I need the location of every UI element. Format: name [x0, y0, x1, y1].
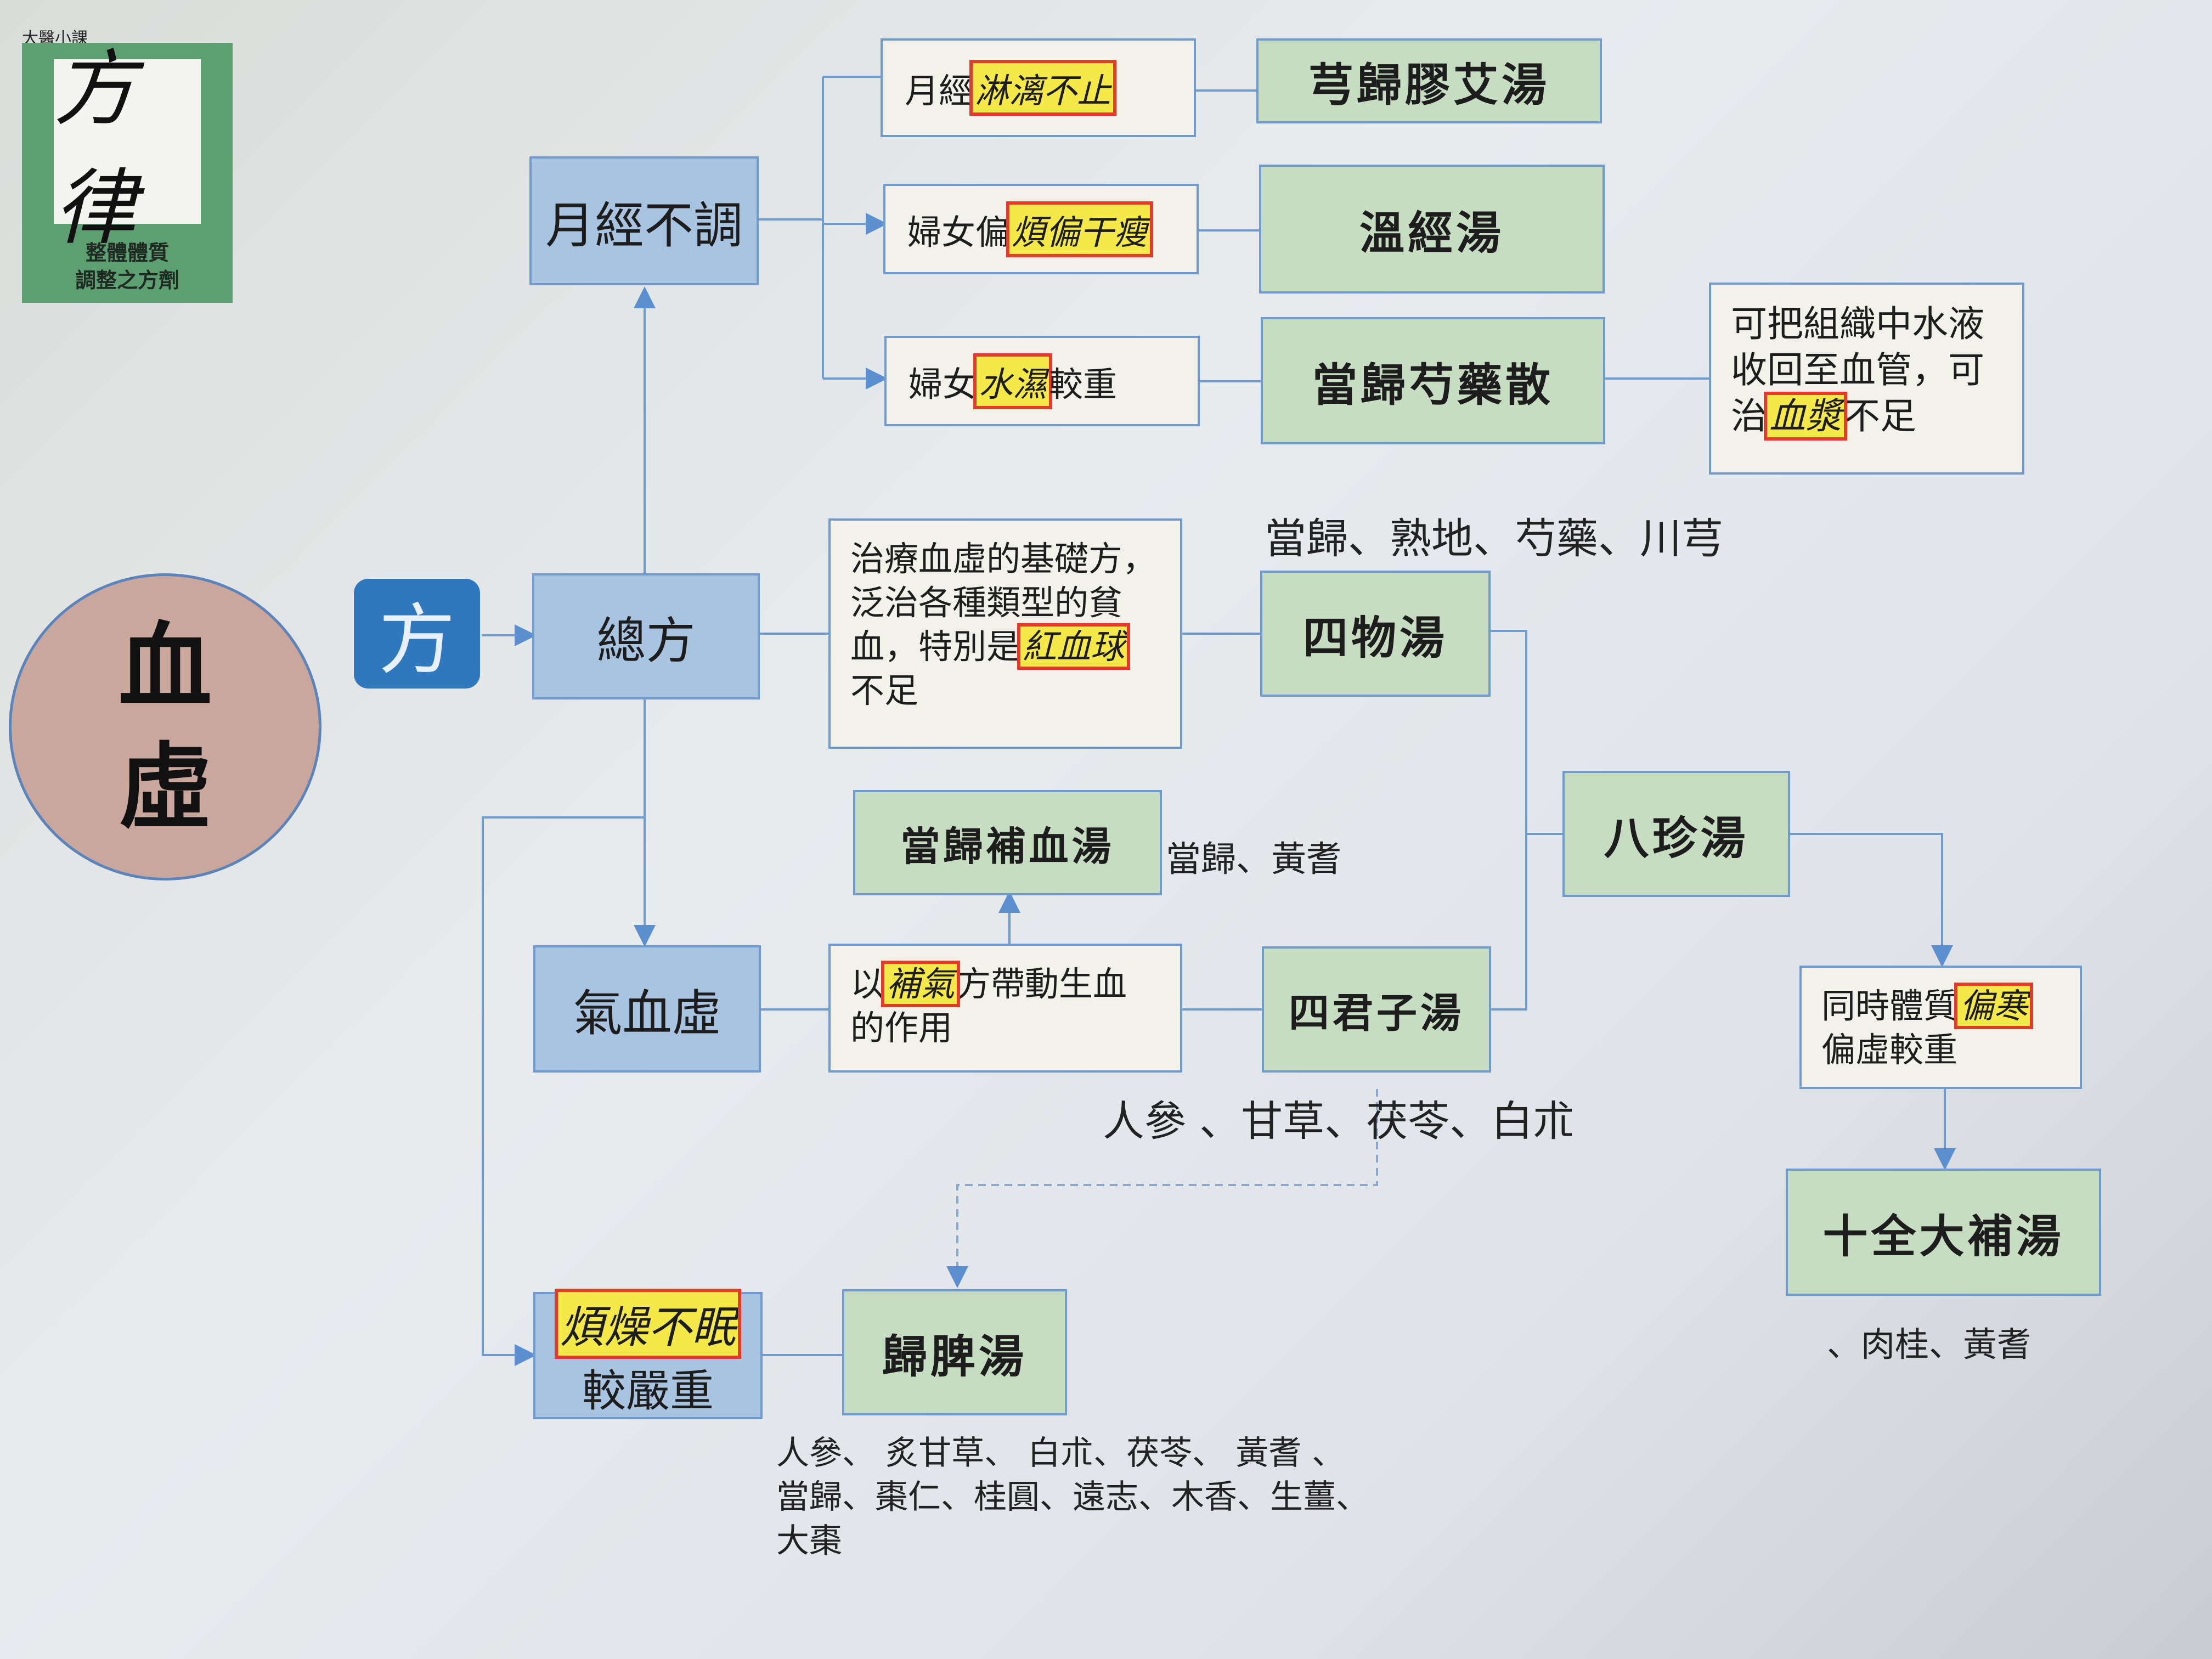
condition-1-prefix: 月經 [905, 71, 973, 111]
note-siwu-line1: 治療血虛的基礎方， [850, 539, 1157, 579]
irritable-text: 較嚴重 [582, 1365, 714, 1417]
formula-ba-zhen: 八珍湯 [1562, 771, 1790, 897]
ingredients-gui-pi-line3: 大棗 [776, 1522, 842, 1560]
note-bu-qi: 以補氣方帶動生血 的作用 [828, 944, 1182, 1073]
condition-3-suffix: 較重 [1049, 364, 1118, 404]
note-bazhen-prefix: 同時體質 [1821, 986, 1958, 1026]
logo-subtitle-line1: 整體體質 [85, 240, 169, 265]
ingredients-gui-pi-line1: 人參、 炙甘草、 白朮、茯苓、 黃耆 、 [776, 1434, 1345, 1472]
condition-damp: 婦女 水濕 較重 [884, 336, 1200, 426]
formula-dang-gui-shao-yao: 當歸芍藥散 [1261, 317, 1605, 444]
formula-dang-gui-bu-xue: 當歸補血湯 [853, 790, 1162, 895]
ingredients-si-jun-zi: 人參 、甘草、茯苓、白朮 [1103, 1097, 1575, 1146]
ingredients-dang-gui-bu-xue: 當歸、黃耆 [1166, 839, 1341, 880]
main-topic-line1: 血 [118, 612, 212, 721]
category-irritable: 煩燥不眠 較嚴重 [533, 1289, 763, 1419]
note-water-line2: 收回至血管，可 [1731, 349, 1984, 391]
note-siwu-highlight: 紅血球 [1017, 623, 1131, 670]
formula-si-wu: 四物湯 [1260, 571, 1491, 697]
note-water-line3: 治血漿不足 [1731, 392, 1916, 441]
main-topic-line2: 虛 [118, 732, 212, 842]
formula-xiong-gui-jiao-ai: 芎歸膠艾湯 [1256, 38, 1602, 123]
note-bazhen-highlight: 偏寒 [1954, 983, 2034, 1029]
note-siwu-line3-prefix: 血，特別是 [850, 627, 1021, 667]
note-buqi-highlight: 補氣 [881, 961, 961, 1007]
note-buqi-prefix: 以 [850, 964, 885, 1004]
note-water-line3-suffix: 不足 [1844, 395, 1916, 437]
note-bazhen-line1: 同時體質偏寒 [1821, 983, 2034, 1029]
ingredients-gui-pi-line2: 當歸、棗仁、桂圓、遠志、木香、生薑、 [776, 1478, 1369, 1516]
note-water-line3-prefix: 治 [1731, 395, 1767, 437]
fang-badge: 方 [354, 579, 480, 689]
category-general: 總方 [532, 573, 760, 699]
note-water: 可把組織中水液 收回至血管，可 治血漿不足 [1709, 283, 2024, 475]
note-water-highlight: 血漿 [1764, 392, 1847, 441]
irritable-highlight: 煩燥不眠 [555, 1289, 741, 1359]
note-siwu-line4: 不足 [850, 670, 919, 710]
formula-wen-jing: 溫經湯 [1259, 165, 1605, 294]
note-ba-zhen: 同時體質偏寒 偏虛較重 [1799, 966, 2082, 1089]
formula-shi-quan-da-bu: 十全大補湯 [1786, 1169, 2101, 1296]
note-bazhen-line2: 偏虛較重 [1821, 1030, 1958, 1070]
condition-3-prefix: 婦女 [909, 364, 977, 404]
note-si-wu: 治療血虛的基礎方， 泛治各種類型的貧 血，特別是紅血球 不足 [828, 518, 1182, 749]
main-topic-circle: 血 虛 [9, 573, 321, 881]
logo-subtitle-line2: 調整之方劑 [75, 268, 179, 292]
formula-si-jun-zi: 四君子湯 [1262, 946, 1491, 1073]
condition-3-highlight: 水濕 [973, 353, 1053, 409]
formula-gui-pi: 歸脾湯 [842, 1289, 1067, 1415]
logo-calligraphy: 方律 [54, 42, 201, 256]
note-siwu-line3: 血，特別是紅血球 [850, 623, 1131, 670]
condition-menstrual-bleeding: 月經 淋漓不止 [881, 38, 1196, 137]
condition-2-highlight: 煩偏干瘦 [1006, 201, 1154, 257]
note-buqi-suffix: 方帶動生血 [957, 964, 1127, 1004]
condition-1-highlight: 淋漓不止 [969, 60, 1117, 116]
note-water-line1: 可把組織中水液 [1731, 303, 1984, 345]
logo-badge: 方律 整體體質 調整之方劑 [22, 42, 233, 303]
note-buqi-line2: 的作用 [850, 1008, 953, 1048]
category-menstrual: 月經不調 [529, 156, 759, 285]
note-buqi-line1: 以補氣方帶動生血 [850, 961, 1127, 1007]
ingredients-shi-quan: 、肉桂、黃耆 [1827, 1324, 2032, 1364]
condition-2-prefix: 婦女偏 [907, 212, 1010, 252]
condition-thin-irritable: 婦女偏 煩偏干瘦 [883, 184, 1199, 274]
ingredients-si-wu: 當歸、熟地、芍藥、川芎 [1265, 514, 1723, 563]
category-qi-blood: 氣血虛 [533, 945, 761, 1073]
note-siwu-line2: 泛治各種類型的貧 [850, 583, 1123, 623]
